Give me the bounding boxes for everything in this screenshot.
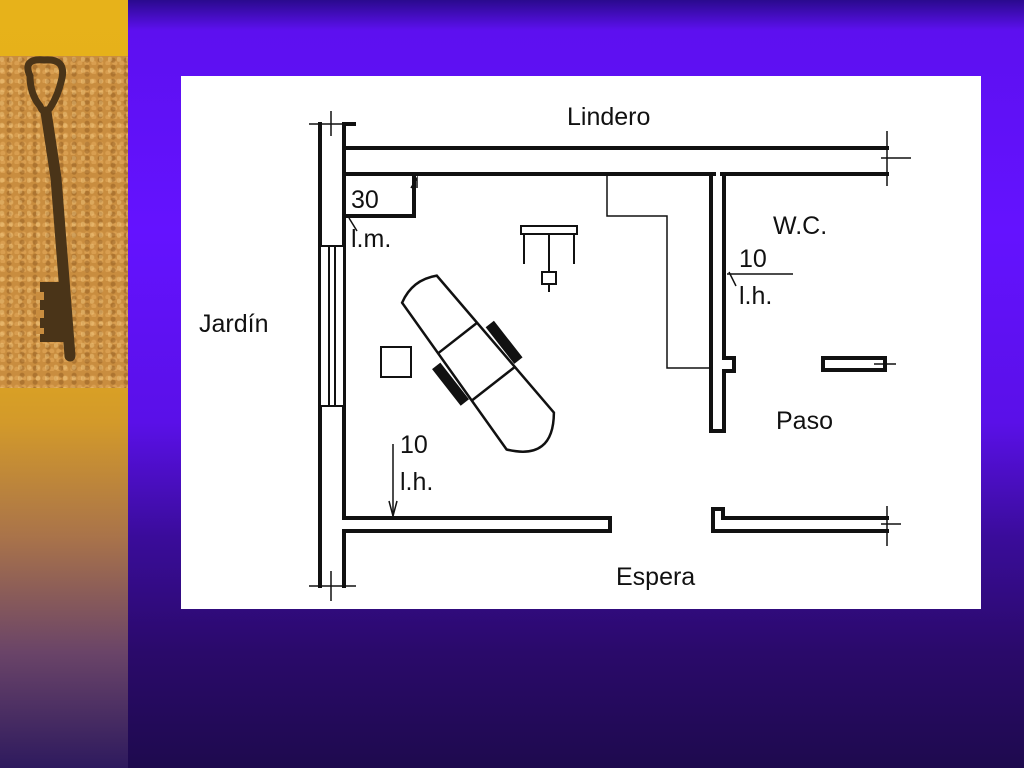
antique-key-icon xyxy=(24,56,76,362)
label-paso: Paso xyxy=(776,407,833,435)
label-jardin: Jardín xyxy=(199,310,269,338)
instrument-cart-icon xyxy=(520,225,578,292)
label-lindero: Lindero xyxy=(567,103,651,131)
floor-plan-lines xyxy=(309,111,911,601)
dim-bottom-left-value: 10 xyxy=(400,431,428,459)
niche-box xyxy=(342,172,416,218)
dim-bottom-left-unit: l.h. xyxy=(400,468,434,496)
key-photo xyxy=(0,56,128,388)
duct-line xyxy=(606,174,711,369)
dim-wc-wall-unit: l.h. xyxy=(739,282,773,310)
cabinet-square xyxy=(380,346,412,378)
dim-top-left-unit: l.m. xyxy=(351,225,392,253)
label-espera: Espera xyxy=(616,563,696,591)
label-wc: W.C. xyxy=(773,212,828,240)
dim-wc-wall-value: 10 xyxy=(739,245,767,273)
floor-plan-drawing: Lindero Jardín Espera W.C. Paso 30 l.m. … xyxy=(181,76,981,609)
window xyxy=(319,245,345,407)
dental-chair-icon xyxy=(400,274,556,453)
dim-top-left-value: 30 xyxy=(351,186,379,214)
